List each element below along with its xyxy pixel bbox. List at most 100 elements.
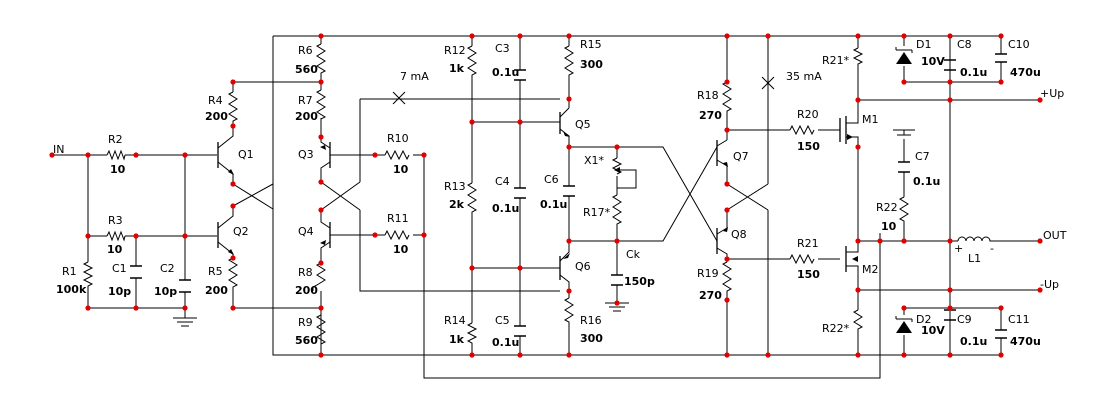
junction-dot [855, 352, 861, 358]
junction-dot [566, 352, 572, 358]
junction-dot [566, 238, 572, 244]
r14-zigzag [466, 322, 478, 345]
m1-label: M1 [862, 113, 879, 126]
junction-dot [901, 305, 907, 311]
c6-name: C6 [544, 173, 559, 186]
junction-dot [517, 352, 523, 358]
junction-dot [49, 152, 55, 158]
junction-dot [372, 232, 378, 238]
l1-name: L1 [968, 252, 981, 265]
r19-name: R19 [697, 267, 719, 280]
r3-zigzag [106, 230, 126, 242]
c11-name: C11 [1008, 313, 1030, 326]
r2-zigzag [106, 149, 126, 161]
c4-value: 0.1u [492, 202, 519, 215]
junction-dot [469, 352, 475, 358]
junction-dot [133, 233, 139, 239]
junction-dot [566, 33, 572, 39]
d1-name: D1 [916, 38, 931, 51]
out-label: OUT [1043, 229, 1067, 242]
junction-dot [230, 305, 236, 311]
junction-dot [947, 287, 953, 293]
zener-diodes [895, 47, 913, 333]
r9-value: 560 [295, 334, 318, 347]
r6-zigzag [315, 43, 327, 74]
r21-name: R21 [797, 237, 819, 250]
junction-dot [566, 288, 572, 294]
device-arrows [228, 131, 858, 262]
junction-dot [230, 79, 236, 85]
r7-value: 200 [295, 110, 318, 123]
r20-name: R20 [797, 108, 819, 121]
d2-name: D2 [916, 313, 931, 326]
r17-name: R17* [583, 206, 611, 219]
junction-dot [765, 33, 771, 39]
junction-dot [901, 352, 907, 358]
up-minus-label: -Up [1040, 278, 1059, 291]
r5-value: 200 [205, 284, 228, 297]
r16-name: R16 [580, 314, 602, 327]
junction-dot [998, 79, 1004, 85]
c1-name: C1 [112, 262, 127, 275]
junction-dot [85, 152, 91, 158]
r19-value: 270 [699, 289, 722, 302]
junction-dot [230, 255, 236, 261]
junction-dot [318, 207, 324, 213]
junction-dot [724, 256, 730, 262]
c2-value: 10p [154, 285, 177, 298]
current-35ma-label: 35 mA [786, 70, 822, 83]
r20-value: 150 [797, 140, 820, 153]
c3-name: C3 [495, 42, 510, 55]
junction-dot [765, 352, 771, 358]
junction-dot [855, 33, 861, 39]
r4-zigzag [227, 91, 239, 126]
junction-dot [998, 352, 1004, 358]
junction-dot [614, 144, 620, 150]
junction-dot [318, 305, 324, 311]
c10-value: 470u [1010, 66, 1041, 79]
r22s-name: R22* [822, 322, 850, 335]
r1-name: R1 [62, 265, 77, 278]
r1-value: 100k [56, 283, 87, 296]
r5-zigzag [227, 257, 239, 290]
junction-dot [614, 300, 620, 306]
junction-dot [724, 181, 730, 187]
r22s-zigzag [852, 309, 864, 338]
r15-zigzag [563, 45, 575, 76]
junction-dot [1037, 238, 1043, 244]
r21s-name: R21* [822, 54, 850, 67]
r5-name: R5 [208, 265, 223, 278]
junction-dot [855, 97, 861, 103]
junction-dot [947, 352, 953, 358]
r17-zigzag [611, 194, 623, 232]
junction-dot [230, 123, 236, 129]
junction-dot [724, 352, 730, 358]
junction-dot [318, 134, 324, 140]
r18-value: 270 [699, 109, 722, 122]
junction-dot [901, 33, 907, 39]
capacitor-symbols [130, 53, 1007, 339]
junction-dot [724, 127, 730, 133]
c8-name: C8 [957, 38, 972, 51]
c4-name: C4 [495, 175, 510, 188]
r9-name: R9 [298, 316, 313, 329]
junction-dot [318, 179, 324, 185]
r3-name: R3 [108, 214, 123, 227]
r21-value: 150 [797, 268, 820, 281]
r15-value: 300 [580, 58, 603, 71]
q8-label: Q8 [731, 228, 747, 241]
up-plus-label: +Up [1040, 87, 1064, 100]
junction-dot [182, 305, 188, 311]
r12-zigzag [466, 45, 478, 78]
junction-dot [318, 79, 324, 85]
c10-name: C10 [1008, 38, 1030, 51]
junction-dot [724, 207, 730, 213]
junction-dot [614, 238, 620, 244]
resistor-symbols [82, 43, 909, 345]
r1-zigzag [82, 261, 94, 292]
r19-zigzag [721, 261, 733, 300]
r10-zigzag [384, 149, 410, 161]
r11-name: R11 [387, 212, 409, 225]
r21s-zigzag [852, 47, 864, 70]
